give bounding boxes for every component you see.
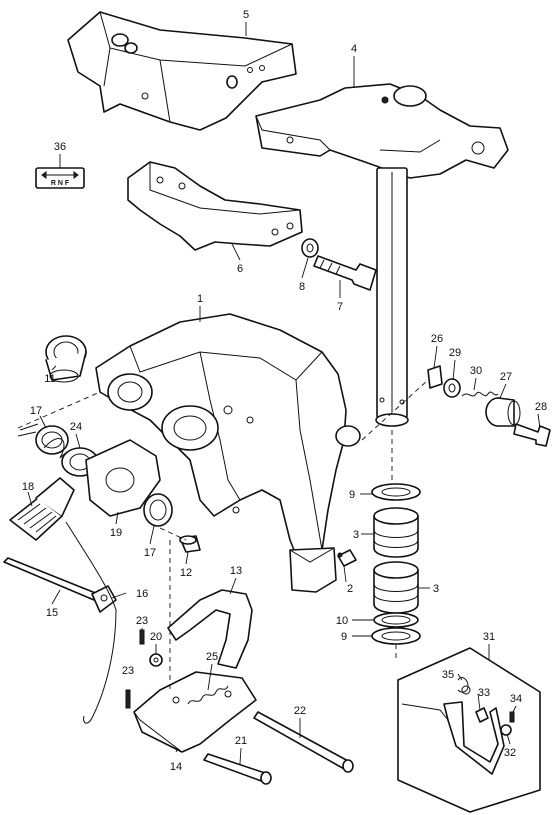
callout-11: 11 bbox=[44, 373, 55, 385]
part-9-washer-upper bbox=[371, 483, 421, 501]
part-3-bushing-lower bbox=[373, 561, 419, 614]
part-9-washer-lower bbox=[371, 627, 421, 645]
part-2-grease-fitting bbox=[337, 549, 357, 567]
callout-32: 32 bbox=[504, 747, 516, 759]
callout-7: 7 bbox=[337, 301, 343, 313]
callout-16: 16 bbox=[136, 588, 148, 600]
part-11-bushing bbox=[45, 335, 87, 383]
callout-26: 26 bbox=[431, 333, 443, 345]
part-23-pin-lower bbox=[125, 689, 131, 709]
callout-13: 13 bbox=[230, 565, 242, 577]
callout-35: 35 bbox=[442, 669, 454, 681]
callout-8: 8 bbox=[299, 281, 305, 293]
callout-15: 15 bbox=[46, 607, 58, 619]
part-10-shim bbox=[373, 612, 419, 628]
part-4-steering-bracket bbox=[255, 83, 509, 427]
callout-23-upper: 23 bbox=[136, 615, 148, 627]
part-32-washer bbox=[500, 724, 512, 736]
callout-3-upper: 3 bbox=[353, 529, 359, 541]
callout-14: 14 bbox=[170, 761, 182, 773]
callout-labels: 5 4 36 6 8 7 1 11 17 24 18 19 17 12 15 1… bbox=[22, 9, 547, 773]
callout-21: 21 bbox=[235, 735, 247, 747]
part-20-washer bbox=[149, 653, 163, 667]
callout-9-upper: 9 bbox=[349, 489, 355, 501]
part-17-bushing-upper bbox=[17, 423, 69, 455]
callout-17-upper: 17 bbox=[30, 405, 42, 417]
part-8-washer bbox=[301, 238, 319, 258]
part-27-bushing bbox=[485, 397, 521, 427]
callout-12: 12 bbox=[180, 567, 192, 579]
callout-30: 30 bbox=[470, 365, 482, 377]
callout-10: 10 bbox=[336, 615, 348, 627]
callout-9-lower: 9 bbox=[341, 631, 347, 643]
part-6-lower-bracket bbox=[127, 161, 303, 251]
alignment-dashes bbox=[17, 379, 429, 690]
callout-2: 2 bbox=[347, 583, 353, 595]
callout-36: 36 bbox=[54, 141, 66, 153]
callout-19: 19 bbox=[110, 527, 122, 539]
part-16-rod-clamp bbox=[65, 521, 117, 724]
part-29-washer bbox=[443, 378, 461, 398]
part-31-kit-inset bbox=[397, 647, 541, 813]
callout-34: 34 bbox=[510, 693, 522, 705]
callout-27: 27 bbox=[500, 371, 512, 383]
callout-25: 25 bbox=[206, 651, 218, 663]
decal-text-rnf: R N F bbox=[51, 180, 70, 187]
part-23-pin-upper bbox=[139, 629, 145, 645]
part-33-bolt bbox=[475, 707, 489, 723]
callout-28: 28 bbox=[535, 401, 547, 413]
part-35-spring bbox=[457, 677, 469, 693]
part-30-spring bbox=[461, 391, 499, 397]
part-22-shaft bbox=[253, 711, 354, 773]
part-19-housing bbox=[85, 439, 161, 517]
part-28-bolt bbox=[513, 423, 551, 447]
callout-31: 31 bbox=[483, 631, 495, 643]
callout-4: 4 bbox=[351, 43, 357, 55]
part-3-bushing-upper bbox=[373, 507, 419, 558]
part-26-pin bbox=[427, 365, 443, 389]
part-5-upper-bracket bbox=[67, 11, 297, 131]
callout-18: 18 bbox=[22, 481, 34, 493]
leader-lines bbox=[27, 22, 541, 765]
part-15-rod bbox=[3, 557, 99, 601]
part-21-shaft bbox=[203, 753, 272, 785]
part-25-spring bbox=[187, 685, 229, 705]
callout-20: 20 bbox=[150, 631, 162, 643]
part-12-bolt bbox=[179, 535, 201, 553]
callout-5: 5 bbox=[243, 9, 249, 21]
part-36-rnf-decal: R N F bbox=[35, 167, 85, 189]
callout-3-lower: 3 bbox=[433, 583, 439, 595]
callout-1: 1 bbox=[197, 293, 203, 305]
part-18-tilt-plate bbox=[9, 477, 75, 541]
part-1-swivel-bracket bbox=[95, 313, 361, 593]
part-17-bushing-lower bbox=[143, 493, 173, 527]
part-14-lever-base bbox=[133, 671, 257, 753]
callout-33: 33 bbox=[478, 687, 490, 699]
part-7-bolt bbox=[313, 255, 377, 291]
callout-24: 24 bbox=[70, 421, 82, 433]
callout-6: 6 bbox=[237, 263, 243, 275]
callout-22: 22 bbox=[294, 705, 306, 717]
part-13-lever bbox=[167, 589, 253, 669]
callout-17-lower: 17 bbox=[144, 547, 156, 559]
part-34-pin bbox=[509, 711, 515, 723]
callout-29: 29 bbox=[449, 347, 461, 359]
callout-23-lower: 23 bbox=[122, 665, 134, 677]
